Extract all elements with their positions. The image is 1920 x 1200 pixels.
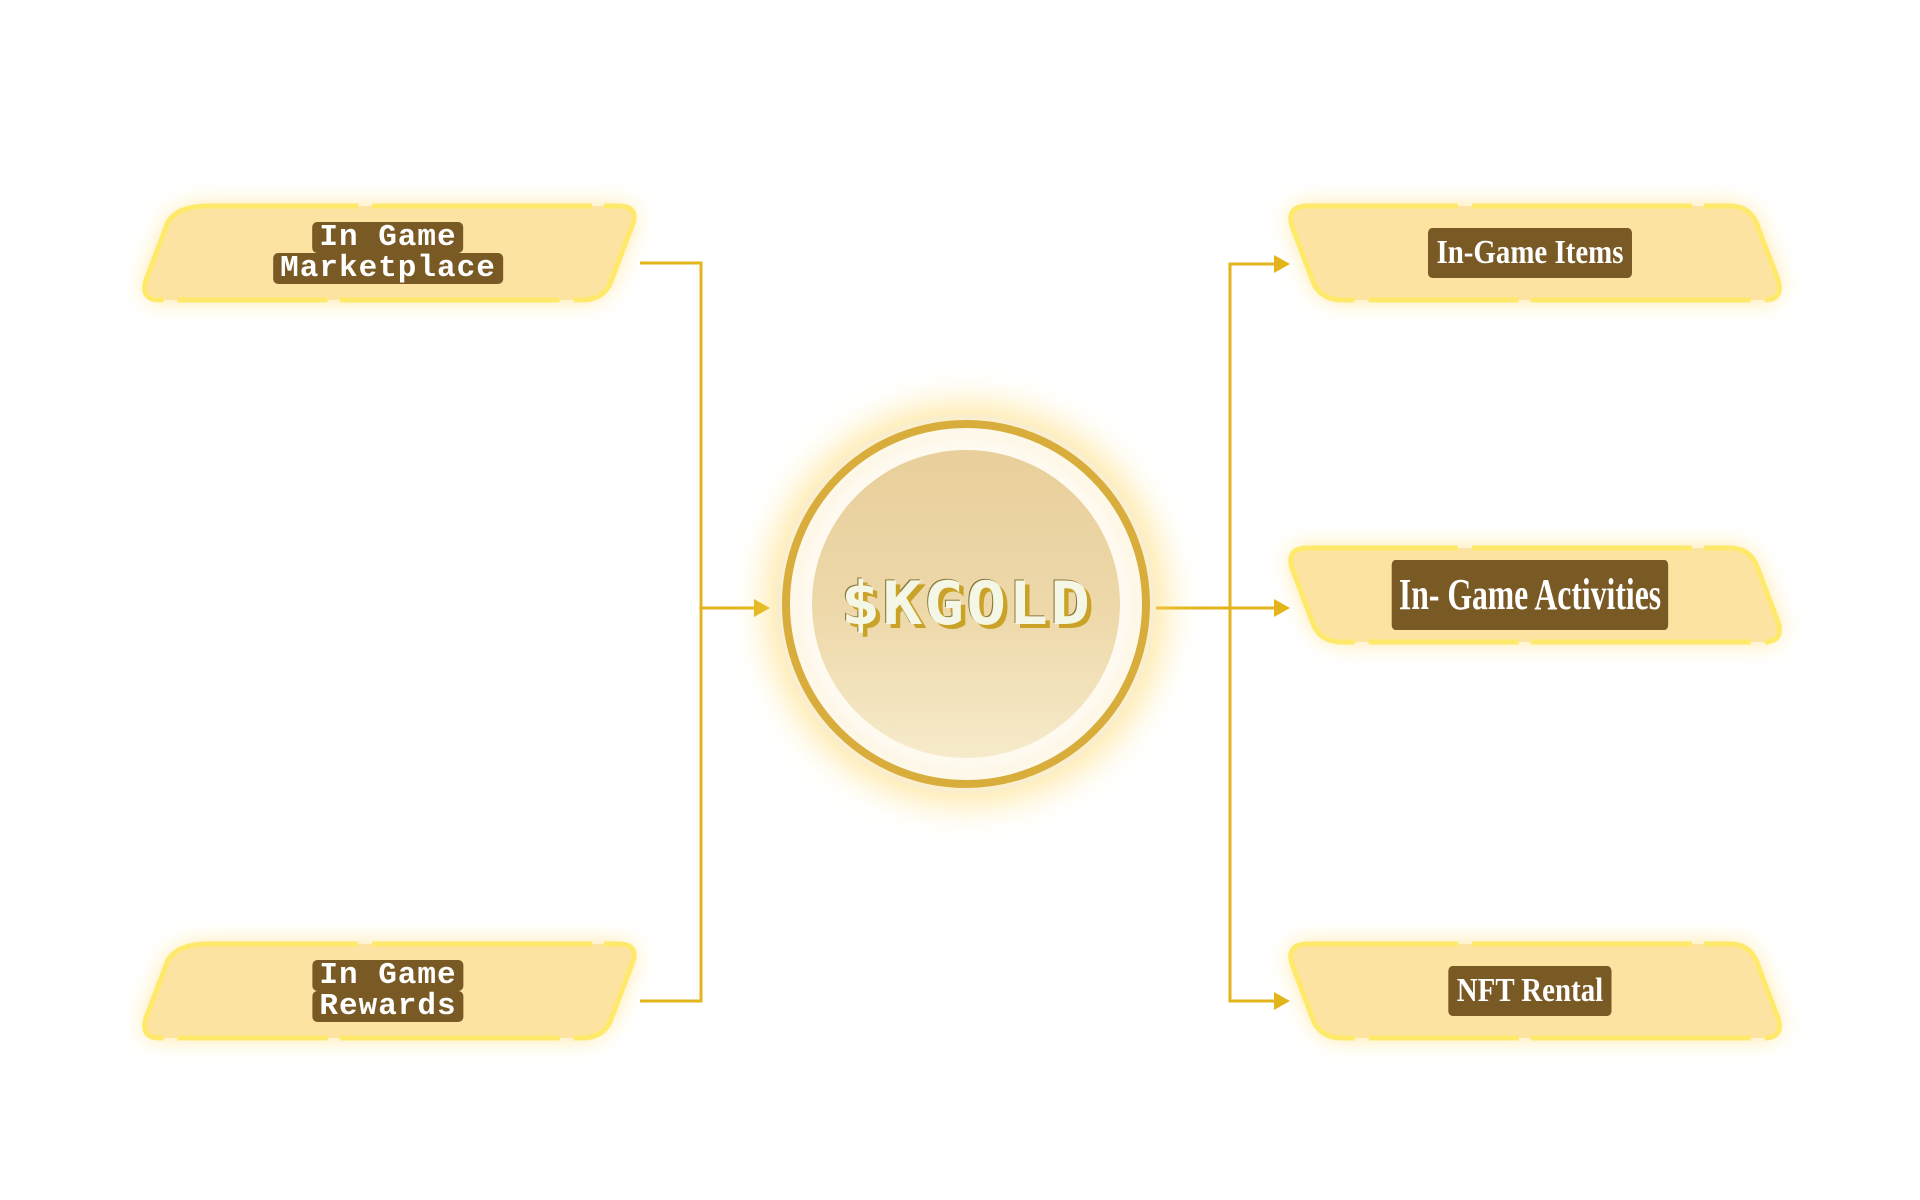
source-label-line: In Game <box>312 960 464 991</box>
arrow-to-items <box>1274 255 1290 273</box>
token-name: $KGOLD <box>840 569 1092 639</box>
frame-outline <box>1288 203 1782 303</box>
source-label-line: Marketplace <box>273 253 503 284</box>
source-label-line: In Game <box>312 222 464 253</box>
coin-face: $KGOLD <box>812 450 1120 758</box>
use-node-in-game-activities: In- Game Activities <box>1280 540 1782 650</box>
kgold-coin: $KGOLD <box>776 414 1156 794</box>
use-node-nft-rental: NFT Rental <box>1280 936 1782 1046</box>
source-bracket-line <box>640 261 703 1003</box>
source-label-marketplace: In Game Marketplace <box>273 222 503 284</box>
frame-outline <box>1288 545 1782 645</box>
source-label-rewards: In Game Rewards <box>312 960 464 1022</box>
use-node-in-game-items: In-Game Items <box>1280 198 1782 308</box>
uses-bracket-line <box>1228 262 1282 1003</box>
frame-outline <box>142 941 637 1041</box>
source-node-in-game-rewards: In Game Rewards <box>138 936 638 1046</box>
source-node-in-game-marketplace: In Game Marketplace <box>138 198 638 308</box>
use-label-rental: NFT Rental <box>1448 966 1612 1016</box>
frame-outline <box>1288 941 1782 1041</box>
use-label-activities: In- Game Activities <box>1391 560 1669 630</box>
use-label-items: In-Game Items <box>1427 228 1633 278</box>
source-label-line: Rewards <box>312 991 464 1022</box>
frame-outline <box>142 203 637 303</box>
coin-ring <box>782 420 1150 788</box>
arrow-to-coin <box>754 599 770 617</box>
arrow-to-activities <box>1274 599 1290 617</box>
arrow-to-rental <box>1274 992 1290 1010</box>
